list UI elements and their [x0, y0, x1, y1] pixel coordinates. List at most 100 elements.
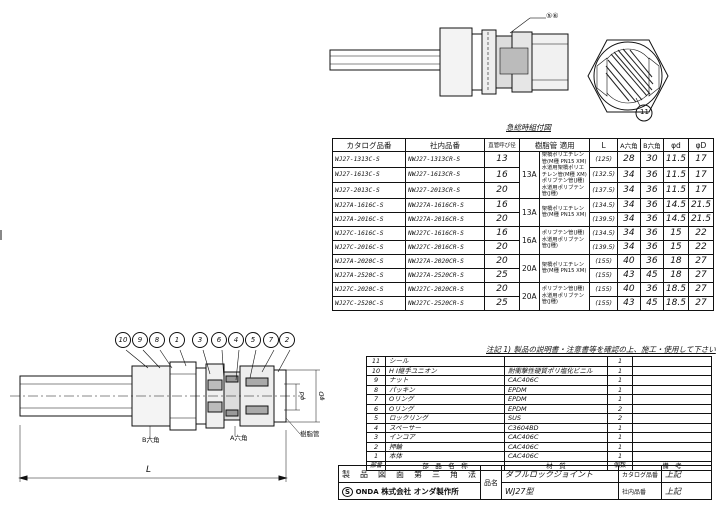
name-label: 品名 [480, 465, 502, 500]
parts-cell-remark [632, 451, 712, 462]
spec-cell-catalog: WJ27C-2020C-S [332, 281, 406, 297]
spec-cell-catalog: WJ27C-2520C-S [332, 295, 406, 311]
parts-cell-name: 本体 [385, 451, 506, 462]
spec-cell-L: (139.5) [589, 239, 618, 255]
spec-cell-D: 21.5 [687, 211, 715, 227]
parts-cell-qty: 1 [607, 432, 634, 443]
spec-cell-L: (134.5) [589, 225, 618, 241]
parts-cell-remark [632, 441, 712, 452]
spec-cell-B: 36 [639, 166, 664, 183]
spec-cell-B: 36 [639, 281, 664, 297]
spec-cell-D: 17 [687, 151, 715, 168]
spec-cell-internal: NWJ27C-2020CR-S [405, 281, 485, 297]
spec-cell-A: 34 [616, 166, 641, 183]
spec-cell-nominal: 16 [484, 166, 520, 183]
spec-cell-B: 36 [639, 239, 664, 255]
spec-cell-D: 17 [687, 182, 715, 199]
parts-cell-name: パッキン [385, 384, 506, 395]
spec-cell-nominal: 16 [484, 197, 520, 213]
spec-cell-nominal: 20 [484, 239, 520, 255]
col-D: φD [687, 138, 715, 152]
parts-cell-material: CAC406C [504, 451, 609, 462]
parts-cell-remark [632, 403, 712, 414]
spec-cell-D: 21.5 [687, 197, 715, 213]
col-pipe: 樹脂管 適用 [518, 138, 591, 152]
spec-cell-A: 34 [616, 197, 641, 213]
parts-cell-qty: 1 [607, 356, 634, 367]
spec-cell-L: (137.5) [589, 182, 618, 199]
spec-cell-nominal: 20 [484, 182, 520, 199]
parts-cell-remark [632, 394, 712, 405]
parts-cell-no: 10 [365, 365, 387, 376]
spec-cell-L: (134.5) [589, 197, 618, 213]
parts-cell-material [504, 356, 609, 367]
parts-cell-qty: 1 [607, 375, 634, 386]
parts-cell-qty: 1 [607, 441, 634, 452]
spec-cell-internal: NWJ27A-2020CR-S [405, 253, 485, 269]
parts-cell-no: 4 [365, 422, 387, 433]
parts-cell-no: 8 [365, 384, 387, 395]
spec-cell-D: 27 [687, 267, 715, 283]
parts-cell-material: CAC406C [504, 441, 609, 452]
spec-cell-B: 45 [639, 295, 664, 311]
spec-cell-A: 34 [616, 239, 641, 255]
spec-cell-catalog: WJ27A-1616C-S [332, 197, 406, 213]
spec-cell-internal: NWJ27-1313CR-S [405, 151, 485, 168]
parts-cell-name: ナット [385, 375, 506, 386]
parts-cell-material: CAC406C [504, 375, 609, 386]
parts-cell-name: シール [385, 356, 506, 367]
spec-cell-B: 36 [639, 211, 664, 227]
parts-cell-qty: 1 [607, 422, 634, 433]
catalog-label: カタログ品番 [617, 465, 663, 483]
spec-cell-internal: NWJ27C-2016CR-S [405, 239, 485, 255]
spec-cell-B: 45 [639, 267, 664, 283]
spec-cell-D: 27 [687, 295, 715, 311]
spec-header-row: カタログ品番 社内品番 直管呼び径 樹脂管 適用 L A六角 B六角 φd φD [332, 138, 715, 152]
parts-cell-remark [632, 432, 712, 443]
spec-cell-L: (155) [589, 281, 618, 297]
callout-2: 2 [279, 332, 295, 348]
callout-11-label: 11 [640, 108, 649, 116]
spec-cell-B: 36 [639, 225, 664, 241]
callout-5: 5 [245, 332, 261, 348]
internal-value: 上記 [661, 482, 712, 500]
callout-1: 1 [169, 332, 185, 348]
parts-cell-no: 6 [365, 403, 387, 414]
parts-cell-qty: 1 [607, 394, 634, 405]
spec-cell-B: 36 [639, 182, 664, 199]
spec-cell-catalog: WJ27-1613C-S [332, 166, 406, 183]
parts-cell-name: Oリング [385, 403, 506, 414]
spec-cell-size: 13A [519, 151, 540, 199]
spec-cell-size: 16A [519, 225, 540, 255]
spec-cell-L: (132.5) [589, 166, 618, 183]
spec-cell-L: (155) [589, 253, 618, 269]
callout-9: 9 [132, 332, 148, 348]
spec-cell-d: 18 [662, 267, 689, 283]
spec-cell-d: 15 [662, 225, 689, 241]
company-cell: S ONDA 株式会社 オンダ製作所 [338, 482, 481, 500]
spec-cell-pipes: 架橋ポリエチレン管(M種 PN15 XM) 水道用架橋ポリエチレン管(M種 XM… [538, 151, 591, 199]
parts-cell-material: SUS [504, 413, 609, 424]
callout-8: 8 [149, 332, 165, 348]
spec-cell-A: 40 [616, 253, 641, 269]
spec-cell-internal: NWJ27A-2016CR-S [405, 211, 485, 227]
spec-cell-internal: NWJ27-1613CR-S [405, 166, 485, 183]
spec-cell-internal: NWJ27A-2520CR-S [405, 267, 485, 283]
spec-cell-A: 34 [616, 225, 641, 241]
parts-cell-qty: 2 [607, 413, 634, 424]
parts-cell-name: H I継手ユニオン [385, 365, 506, 376]
col-internal: 社内品番 [405, 138, 485, 152]
spec-cell-A: 28 [616, 151, 641, 168]
spec-cell-nominal: 13 [484, 151, 520, 168]
company-name: 株式会社 オンダ製作所 [381, 486, 459, 496]
drawing-type: 製 品 図 面 第 三 角 法 [338, 465, 481, 483]
d-dim-label: φd [298, 391, 307, 401]
parts-cell-no: 3 [365, 432, 387, 443]
spec-cell-d: 11.5 [662, 151, 689, 168]
